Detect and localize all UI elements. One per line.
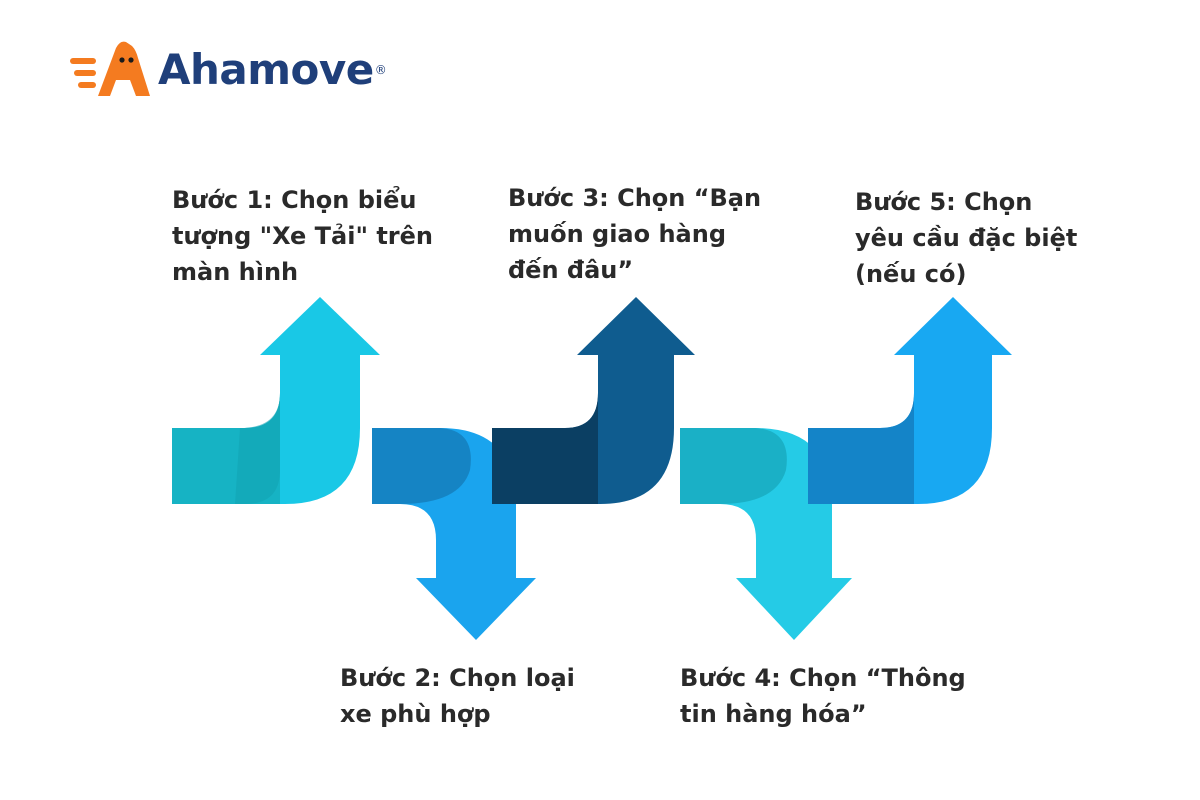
arrow-step-5 (808, 297, 1012, 504)
ahamove-mascot-icon (70, 41, 150, 96)
step-4-label: Bước 4: Chọn “Thông tin hàng hóa” (680, 664, 966, 728)
step-3-label: Bước 3: Chọn “Bạn muốn giao hàng đến đâu… (508, 184, 762, 284)
step-1-label: Bước 1: Chọn biểu tượng "Xe Tải" trên mà… (172, 186, 433, 286)
registered-mark: ® (374, 63, 387, 77)
brand-name: Ahamove (158, 45, 374, 94)
arrow-step-1 (172, 297, 380, 504)
arrow-step-3 (492, 297, 695, 504)
step-2-label: Bước 2: Chọn loại xe phù hợp (340, 664, 575, 728)
brand-logo: Ahamove ® (70, 38, 387, 102)
step-5-label: Bước 5: Chọn yêu cầu đặc biệt (nếu có) (855, 188, 1078, 288)
